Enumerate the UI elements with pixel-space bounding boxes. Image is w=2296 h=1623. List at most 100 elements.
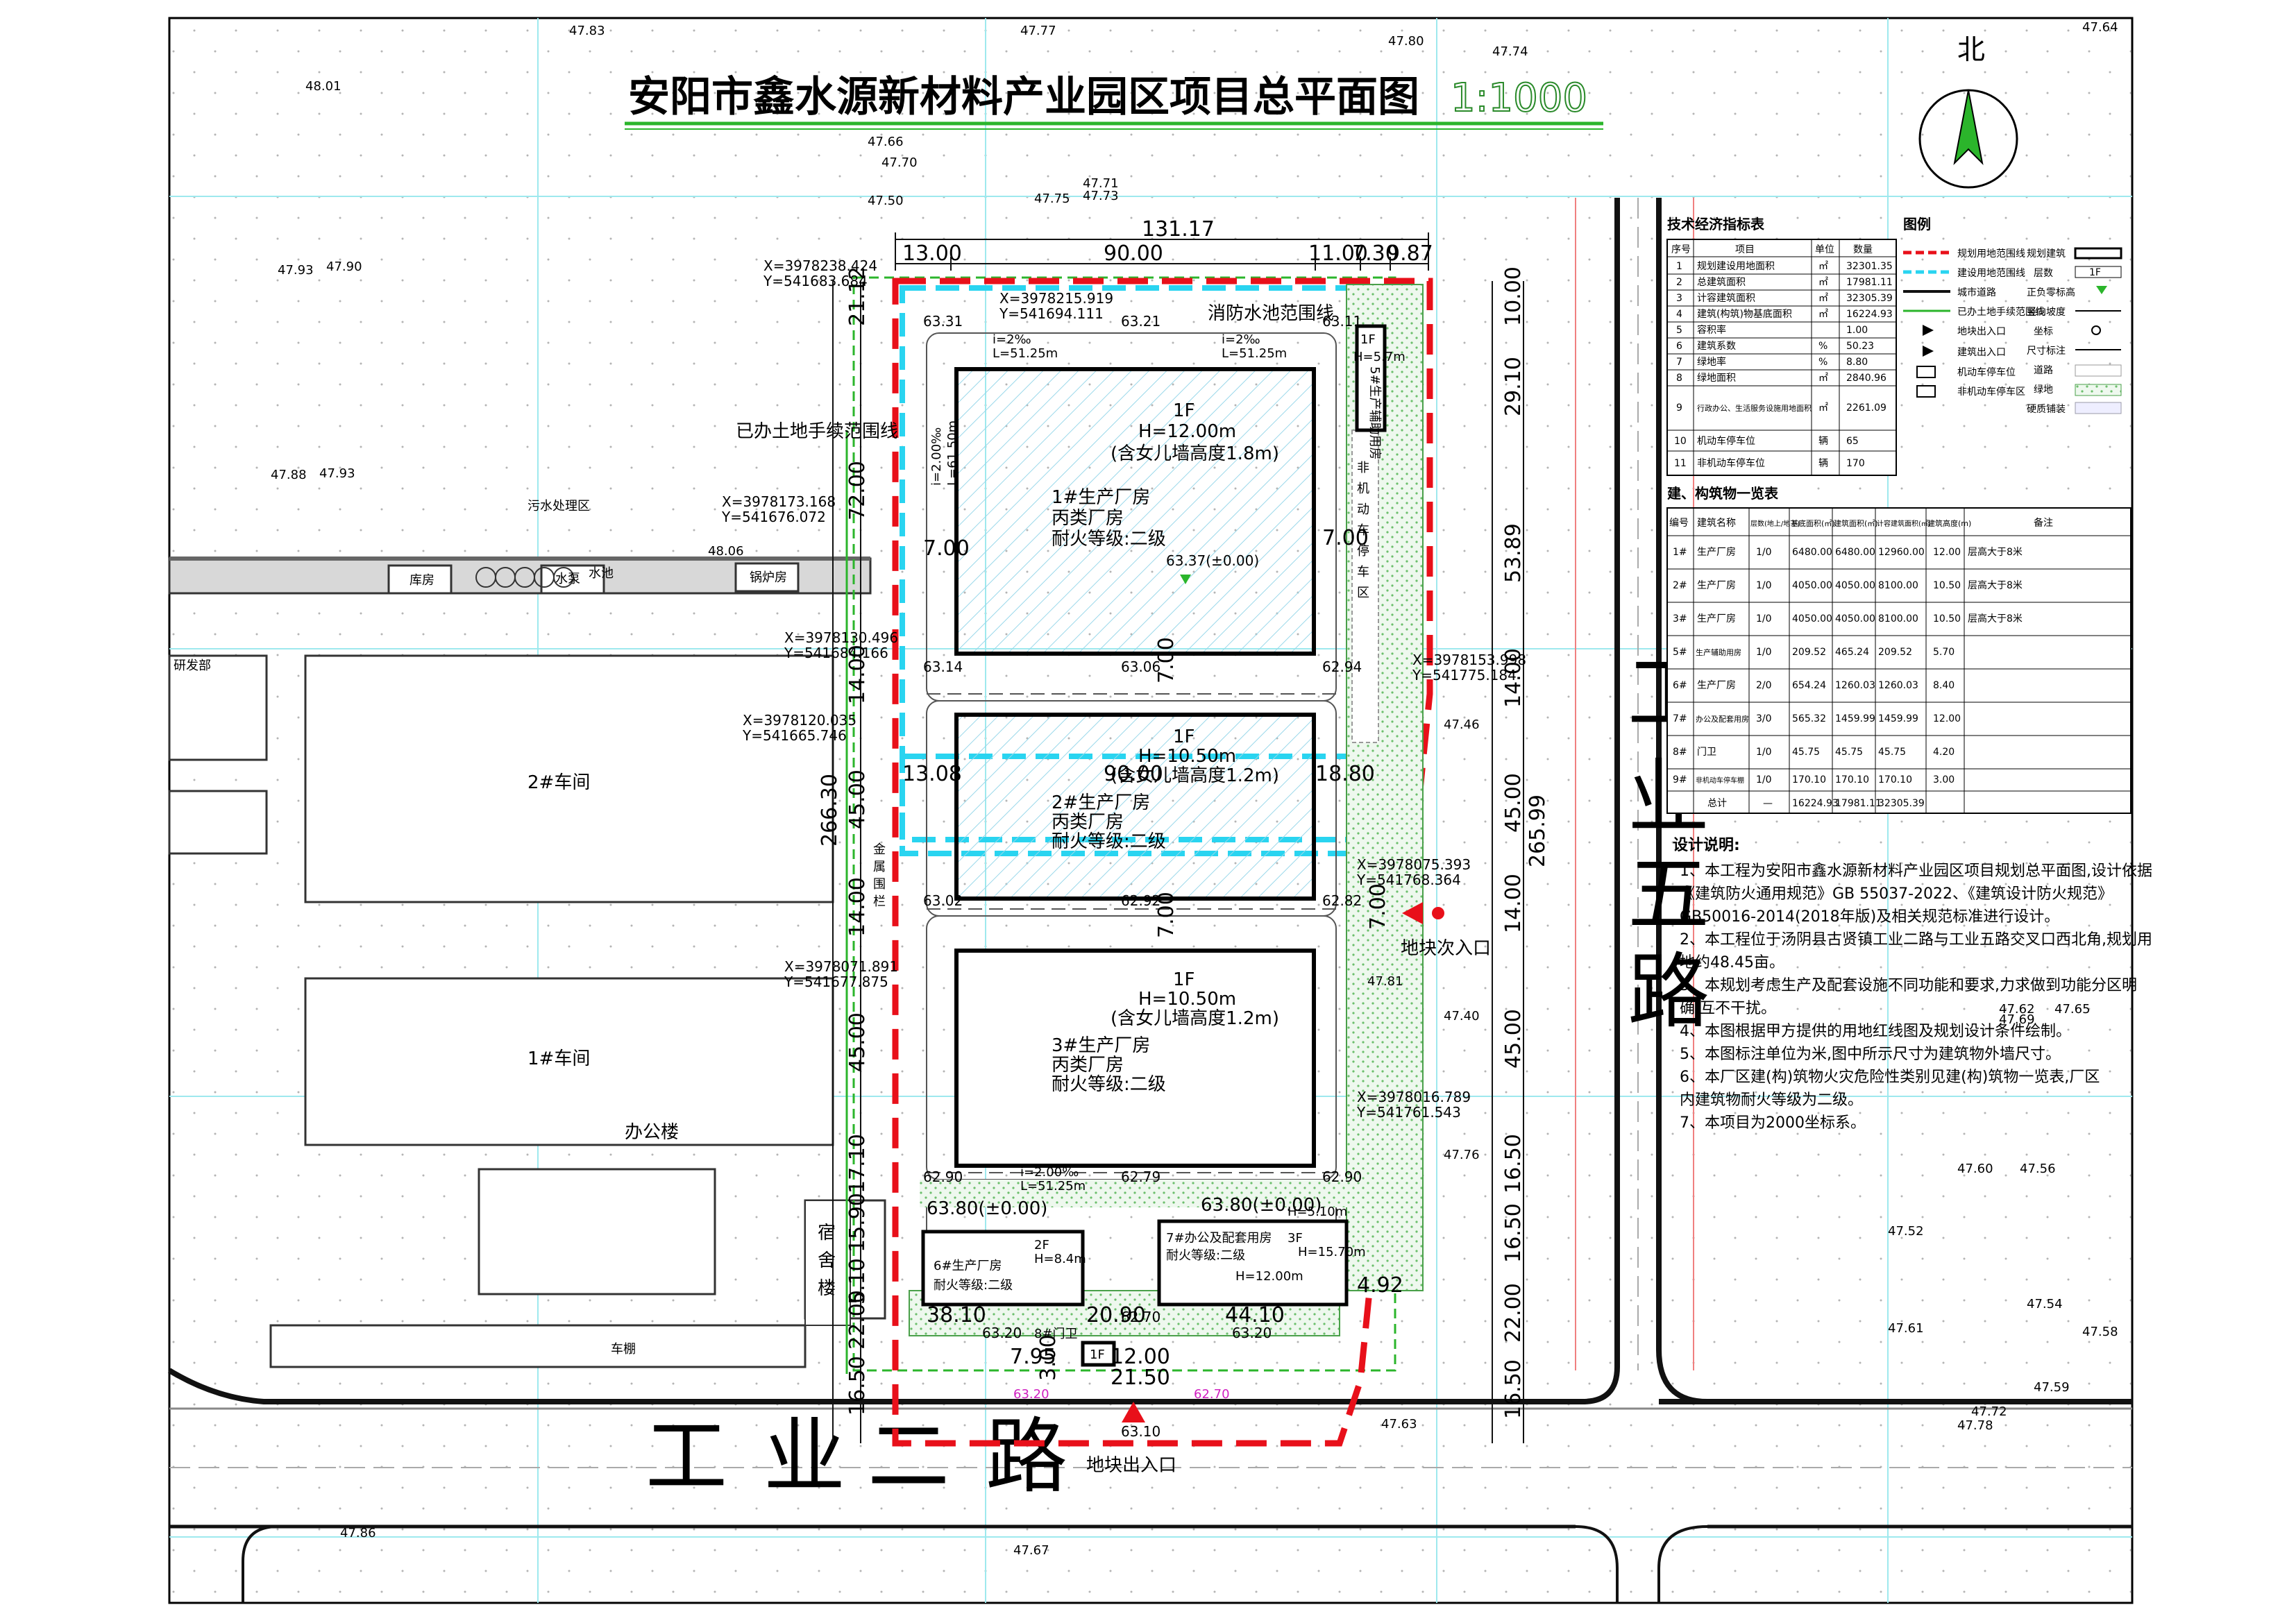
b2-fire: 耐火等级:二级 — [1052, 831, 1166, 852]
spot-15: 47.62 — [1999, 1002, 2035, 1017]
tech-r3c1: 建筑(构筑)物基底面积 — [1697, 308, 1792, 320]
spot-32: 47.76 — [1444, 1148, 1480, 1162]
tech-r3c2: ㎡ — [1818, 309, 1828, 320]
construction-land-boundary — [900, 285, 1363, 856]
bld-r3c6: 5.70 — [1933, 647, 1955, 658]
coord-2-y: Y=541676.072 — [721, 509, 826, 525]
bld-r6c6: 4.20 — [1933, 747, 1955, 758]
bld-r1c3: 4050.00 — [1792, 580, 1832, 591]
b3-floors: 1F — [1173, 969, 1195, 990]
dim-right-9: 22.00 — [1501, 1283, 1526, 1343]
bld-r3c1: 生产辅助用房 — [1696, 647, 1741, 657]
bld-r8c1: 总计 — [1707, 798, 1727, 809]
notes-title: 设计说明: — [1673, 836, 1740, 854]
roads — [167, 198, 2132, 1603]
dim-left-3: 45.00 — [845, 770, 870, 829]
bld-r5c0: 7# — [1673, 713, 1687, 724]
bld-h3: 基底面积(㎡) — [1791, 518, 1835, 528]
legend-item-5: 建筑出入口 — [1957, 347, 2006, 358]
b2-class: 丙类厂房 — [1052, 812, 1124, 833]
spot-22: 47.72 — [1971, 1404, 2007, 1419]
tech-r0c3: 32301.35 — [1846, 261, 1893, 272]
tech-r4c1: 容积率 — [1697, 324, 1726, 336]
bld-r7c0: 9# — [1673, 774, 1687, 785]
note-line-0: 1、本工程为安阳市鑫水源新材料产业园区项目规划总平面图,设计依据 — [1680, 863, 2152, 880]
bld-r2c6: 10.50 — [1933, 613, 1961, 624]
legend-item-0: 规划用地范围线 — [1957, 248, 2025, 260]
bld-r5c2: 3/0 — [1756, 713, 1772, 724]
spot-26: 48.01 — [305, 79, 341, 94]
spot-19: 47.58 — [2082, 1325, 2118, 1339]
tech-r10c3: 170 — [1846, 458, 1865, 469]
coord-0-y: Y=541683.684 — [763, 273, 868, 289]
building-8 — [1081, 1341, 1116, 1367]
tech-r8c2: ㎡ — [1818, 402, 1828, 414]
legend-item-2: 城市道路 — [1957, 287, 1996, 298]
dim-top-total: 131.17 — [1142, 217, 1215, 241]
b6-fire: 耐火等级:二级 — [934, 1278, 1013, 1293]
spot-20: 47.52 — [1888, 1224, 1924, 1239]
legend-item-1: 建设用地范围线 — [1957, 267, 2025, 279]
spot-8: 47.88 — [271, 468, 307, 482]
bld-r7c1: 非机动车停车棚 — [1696, 776, 1744, 785]
nonmotor-char-1: 机 — [1357, 482, 1369, 496]
bld-r7c6: 3.00 — [1933, 774, 1955, 785]
spot-9: 47.93 — [319, 466, 355, 481]
bld-r4c1: 生产厂房 — [1697, 680, 1736, 691]
spot-4: 47.66 — [868, 135, 904, 149]
neighbor-office-label: 办公楼 — [625, 1122, 679, 1143]
dim-left-6: 17.10 — [845, 1134, 870, 1193]
spot-0: 47.83 — [569, 24, 605, 38]
b5-height: H=5.7m — [1353, 350, 1406, 364]
b6-elev: 63.80(±0.00) — [927, 1198, 1047, 1219]
road-east-char-2: 五 — [1628, 847, 1710, 942]
b1-height: H=12.00m — [1138, 421, 1236, 442]
tech-r7c3: 2840.96 — [1846, 373, 1886, 384]
dim-bot-g: 21.50 — [1111, 1366, 1170, 1390]
tech-r5c2: % — [1818, 341, 1827, 352]
spot-25: 47.67 — [1013, 1543, 1049, 1558]
bld-h1: 建筑名称 — [1697, 518, 1736, 529]
legend-title: 图例 — [1903, 216, 1931, 232]
dim-left-total: 266.30 — [818, 774, 842, 847]
bld-r0c0: 1# — [1673, 547, 1687, 558]
dim-right-7: 16.50 — [1501, 1134, 1526, 1193]
spot-18: 47.56 — [2020, 1162, 2056, 1176]
bld-r1c4: 4050.00 — [1835, 580, 1875, 591]
bld-r4c6: 8.40 — [1933, 680, 1955, 691]
bld-r3c2: 1/0 — [1756, 647, 1772, 658]
tech-r9c2: 辆 — [1818, 436, 1828, 447]
dim-right-0: 10.00 — [1501, 266, 1526, 326]
tech-r7c2: ㎡ — [1818, 373, 1828, 384]
dimension-lines — [832, 232, 1524, 1443]
road-south-char-1: 业 — [763, 1409, 845, 1504]
main-entrance-label: 地块出入口 — [1086, 1455, 1176, 1476]
neighbor-tower-label: 水池 — [589, 566, 614, 581]
dim-right-5: 14.00 — [1501, 874, 1526, 933]
building-6 — [921, 1230, 1085, 1307]
legend-building-entrance-icon — [1923, 346, 1934, 357]
spot-14: 47.64 — [2082, 20, 2118, 35]
coord-2-x: X=3978173.168 — [722, 493, 836, 510]
bld-r0c2: 1/0 — [1756, 547, 1772, 558]
bld-r0c4: 6480.00 — [1835, 547, 1875, 558]
nonmotor-char-4: 停 — [1357, 544, 1369, 559]
tech-r2c0: 3 — [1676, 293, 1682, 304]
spot-34: 47.40 — [1444, 1009, 1480, 1023]
b3-name: 3#生产厂房 — [1052, 1035, 1150, 1056]
legend-item-13: 尺寸标注 — [2027, 346, 2066, 357]
metal-fence-char-1: 属 — [873, 860, 886, 874]
note-line-10: 内建筑物耐火等级为二级。 — [1680, 1091, 1863, 1109]
dim-bot-b: 20.90 — [1086, 1303, 1146, 1327]
b8-floors: 1F — [1090, 1348, 1105, 1362]
elev-0: 63.31 — [923, 313, 963, 330]
elev-15: 63.10 — [1121, 1423, 1160, 1440]
dim-left-9: 22.00 — [845, 1290, 870, 1350]
bld-r0c7: 层高大于8米 — [1968, 546, 2023, 558]
bld-h2: 层数(地上/地下) — [1750, 519, 1800, 528]
elev-6: 63.02 — [923, 892, 963, 909]
tech-r2c2: ㎡ — [1818, 293, 1828, 304]
neighbor-w1-label: 1#车间 — [527, 1048, 590, 1069]
coord-4-x: X=3978120.035 — [743, 712, 856, 729]
bld-r1c6: 10.50 — [1933, 580, 1961, 591]
